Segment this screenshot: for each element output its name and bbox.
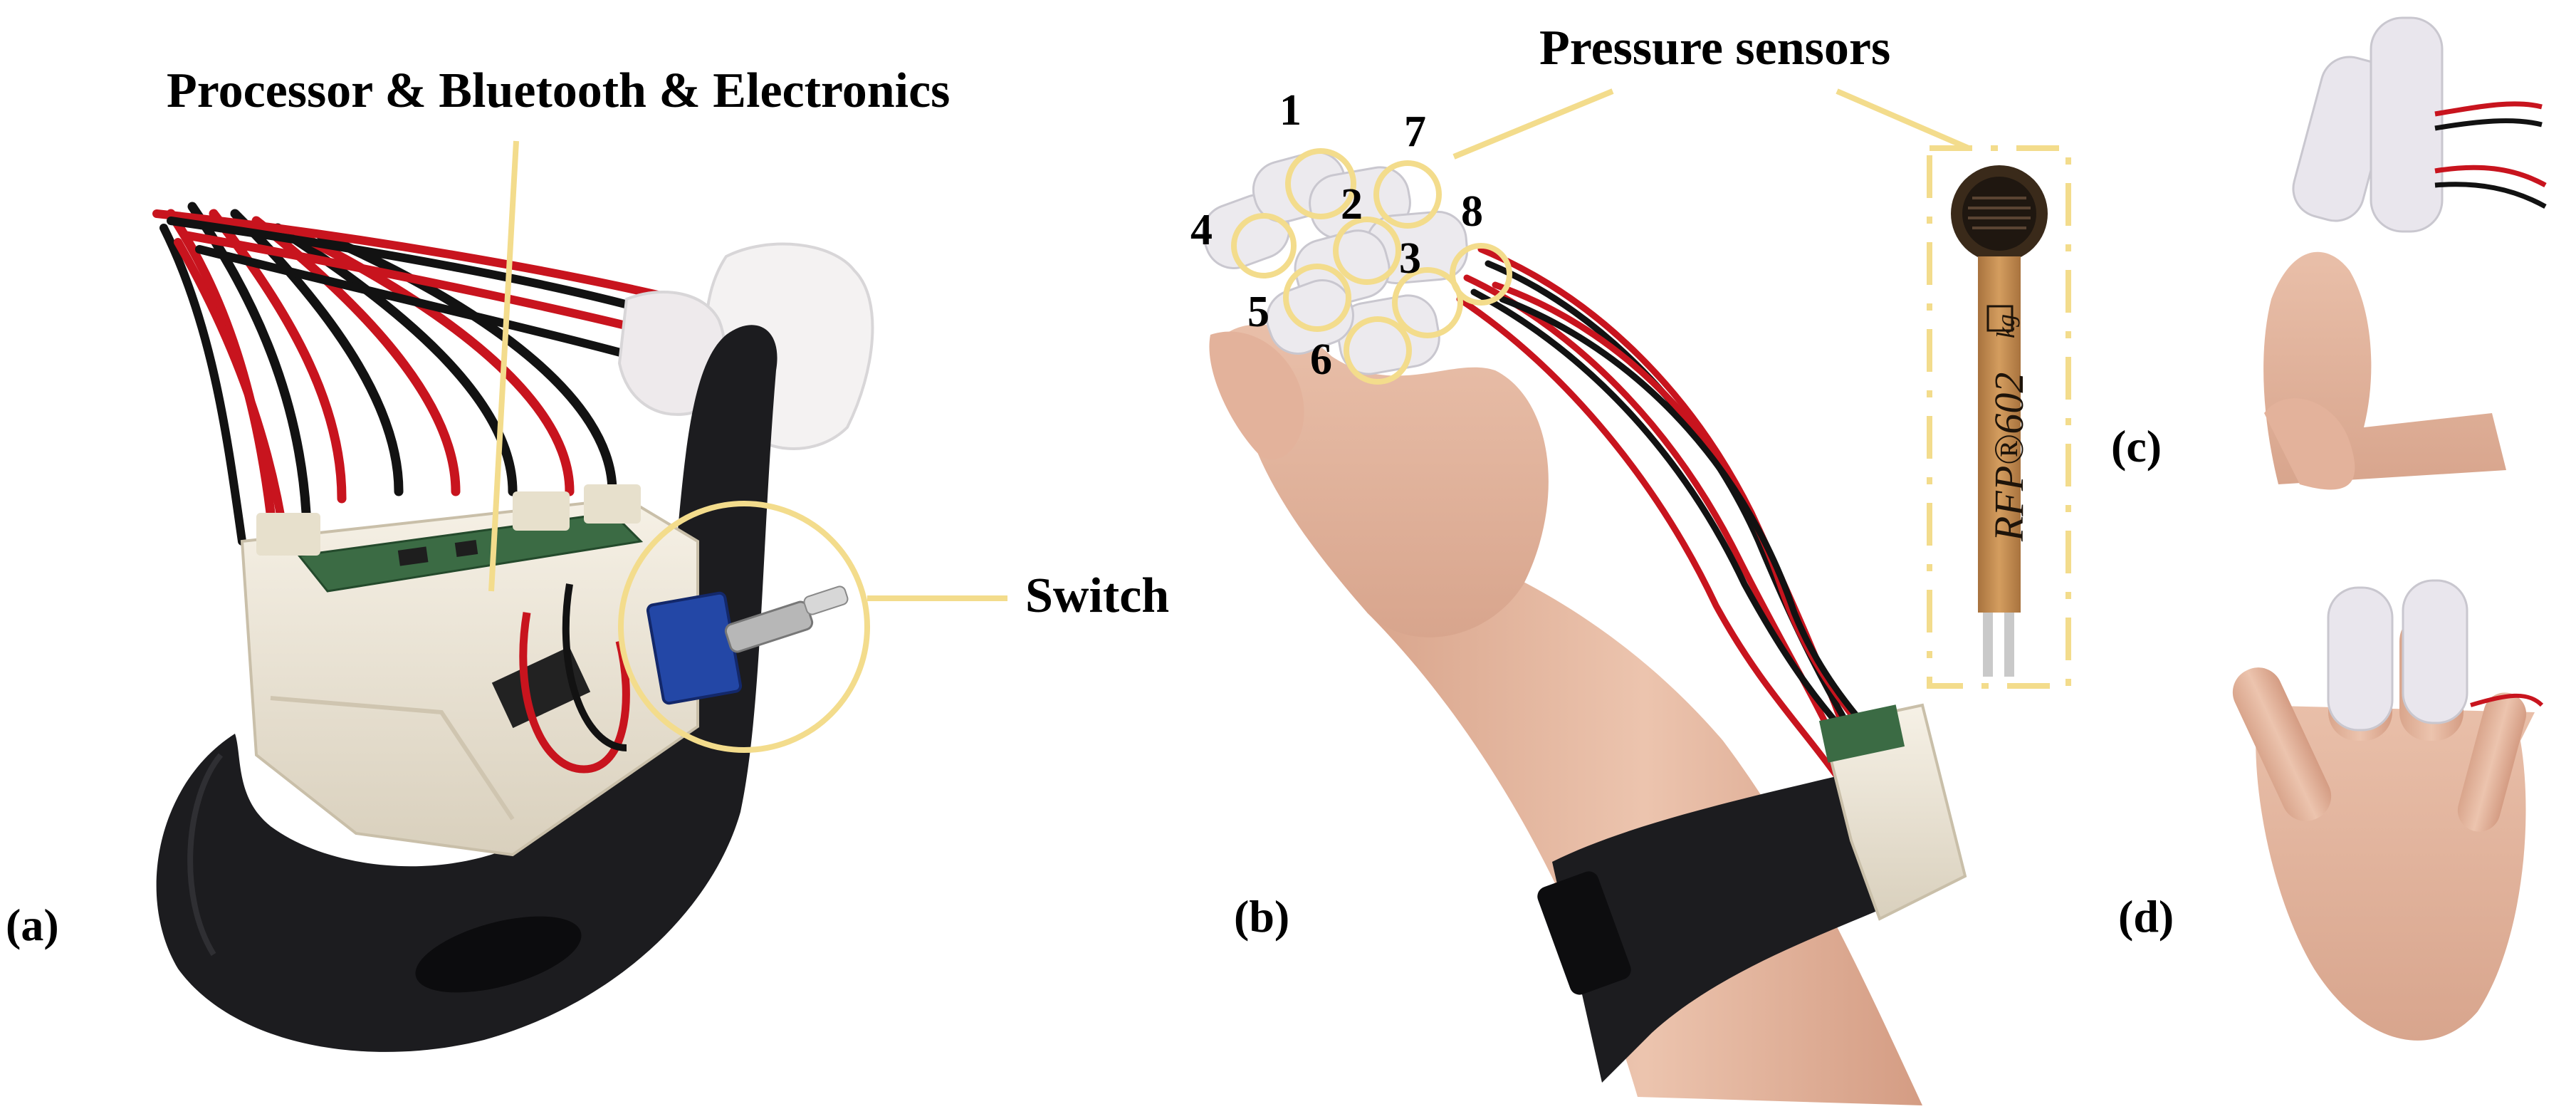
sensor-circle-7 xyxy=(1373,160,1442,229)
hand-photo-top xyxy=(2263,16,2547,490)
sensor-circles xyxy=(1231,148,1512,385)
sensor-number-1: 1 xyxy=(1279,86,1302,135)
hand-photo xyxy=(1201,151,1967,1105)
sensor-number-3: 3 xyxy=(1399,234,1421,283)
pressure-leader-lines xyxy=(1452,88,1970,160)
sensor-model-text: RFP®602 xyxy=(1986,372,2032,541)
panel-a-label: (a) xyxy=(6,900,59,950)
sensor-circle-1 xyxy=(1285,148,1356,219)
sensor-number-8: 8 xyxy=(1461,187,1483,236)
panel-b-label: (b) xyxy=(1234,891,1290,942)
sensor-circle-4 xyxy=(1231,213,1297,278)
sensor-circle-3 xyxy=(1392,267,1463,338)
sensor-circle-5 xyxy=(1283,264,1351,332)
processor-label: Processor & Bluetooth & Electronics xyxy=(167,63,951,118)
device-photo xyxy=(152,202,874,1052)
panel-c-label: (c) xyxy=(2111,421,2162,472)
sensor-circle-2 xyxy=(1333,217,1401,285)
switch-highlight xyxy=(618,501,1007,753)
sensor-number-5: 5 xyxy=(1247,288,1269,336)
hand-photo-bottom xyxy=(2232,579,2544,1041)
sensor-number-6: 6 xyxy=(1310,335,1332,384)
sensor-unit-text: kg xyxy=(1991,314,2020,338)
switch-label: Switch xyxy=(1025,568,1170,623)
sensor-circle-8 xyxy=(1450,243,1512,306)
sensor-number-7: 7 xyxy=(1404,108,1426,156)
sensor-circle-6 xyxy=(1344,316,1412,385)
processor-leader-line xyxy=(488,140,519,592)
sensor-number-4: 4 xyxy=(1190,206,1213,254)
sensor-number-2: 2 xyxy=(1341,180,1363,229)
panel-d-label: (d) xyxy=(2118,891,2174,942)
pressure-sensors-label: Pressure sensors xyxy=(1539,21,1891,76)
sensor-closeup xyxy=(1927,145,2071,689)
